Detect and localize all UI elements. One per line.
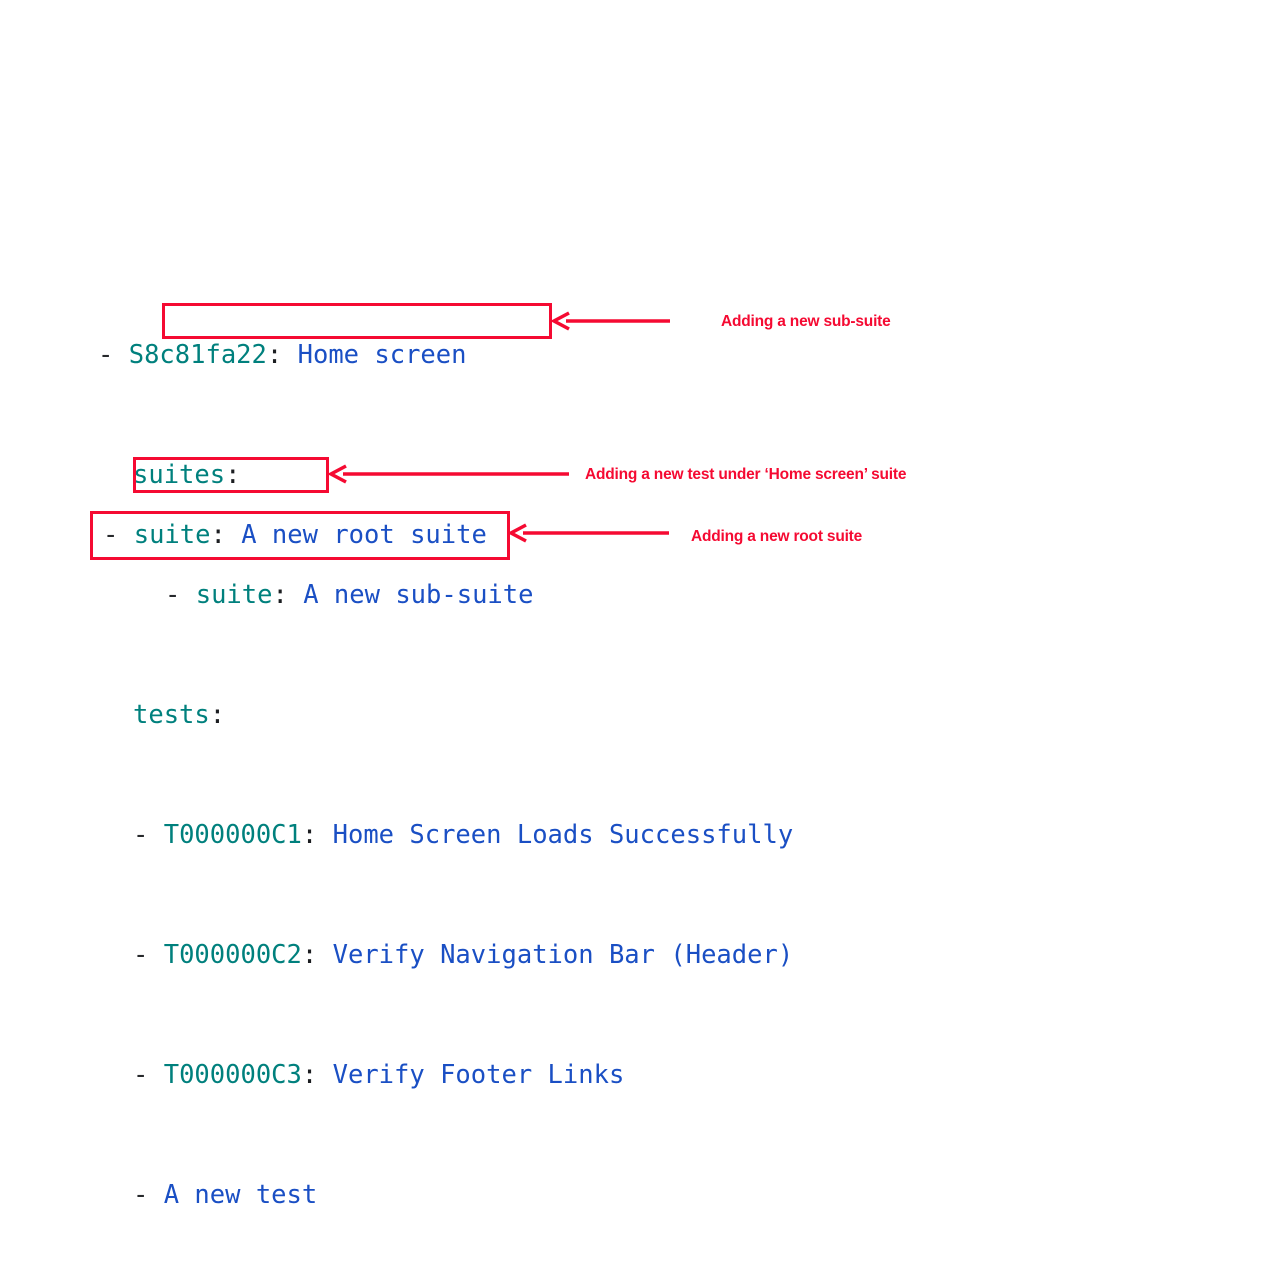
spacer	[317, 940, 332, 970]
new-test-title-label: A new test	[163, 1180, 318, 1210]
test-id-label: T000000C3	[163, 1060, 302, 1090]
suite-title-label: Home screen	[297, 340, 467, 370]
list-bullet-dash: -	[133, 1060, 149, 1090]
test-title-label: Verify Footer Links	[332, 1060, 625, 1090]
suite-id-label: S8c81fa22	[128, 340, 267, 370]
suite-key-label: suite	[133, 520, 211, 550]
test-id-label: T000000C2	[163, 940, 302, 970]
list-bullet-dash: -	[133, 820, 149, 850]
colon-separator: :	[301, 1060, 318, 1090]
tree-line-new-test[interactable]: - A new test	[98, 1180, 793, 1210]
spacer	[148, 820, 163, 850]
tree-line-suites-key[interactable]: suites:	[98, 460, 793, 490]
test-title-label: Home Screen Loads Successfully	[332, 820, 794, 850]
sub-suite-title-label: A new sub-suite	[303, 580, 534, 610]
suite-key-label: suite	[195, 580, 273, 610]
colon-separator: :	[225, 460, 241, 490]
spacer	[288, 580, 303, 610]
test-id-label: T000000C1	[163, 820, 302, 850]
colon-separator: :	[210, 520, 226, 550]
tests-key-label: tests	[133, 700, 210, 730]
spacer	[180, 580, 195, 610]
tree-line-test-c3[interactable]: - T000000C3: Verify Footer Links	[98, 1060, 793, 1090]
spacer	[148, 1060, 163, 1090]
list-bullet-dash: -	[133, 1180, 149, 1210]
colon-separator: :	[266, 340, 283, 370]
annotation-label-sub-suite: Adding a new sub-suite	[721, 313, 891, 330]
colon-separator: :	[272, 580, 288, 610]
root-suite-title-label: A new root suite	[241, 520, 487, 550]
colon-separator: :	[209, 700, 226, 730]
annotation-arrow-sub-suite	[550, 311, 672, 331]
colon-separator: :	[301, 820, 318, 850]
spacer	[226, 520, 241, 550]
spacer	[148, 1180, 163, 1210]
tree-line-test-c1[interactable]: - T000000C1: Home Screen Loads Successfu…	[98, 820, 793, 850]
tree-line-home-screen[interactable]: - S8c81fa22: Home screen	[98, 340, 793, 370]
yaml-tree-root-suite[interactable]: - suite: A new root suite	[103, 520, 487, 550]
list-bullet-dash: -	[103, 520, 119, 550]
tree-line-test-c2[interactable]: - T000000C2: Verify Navigation Bar (Head…	[98, 940, 793, 970]
annotation-arrow-root-suite	[507, 523, 671, 543]
yaml-tree: - S8c81fa22: Home screen suites: - suite…	[98, 250, 793, 1270]
annotation-label-root-suite: Adding a new root suite	[691, 528, 863, 545]
tree-line-new-sub-suite[interactable]: - suite: A new sub-suite	[98, 580, 793, 610]
spacer	[113, 340, 128, 370]
spacer	[282, 340, 297, 370]
suites-key-label: suites	[133, 460, 226, 490]
list-bullet-dash: -	[133, 940, 149, 970]
annotation-arrow-new-test	[327, 464, 571, 484]
spacer	[118, 520, 133, 550]
spacer	[317, 1060, 332, 1090]
list-bullet-dash: -	[165, 580, 181, 610]
colon-separator: :	[301, 940, 318, 970]
list-bullet-dash: -	[98, 340, 114, 370]
annotation-label-new-test: Adding a new test under ‘Home screen’ su…	[585, 466, 907, 483]
test-title-label: Verify Navigation Bar (Header)	[332, 940, 794, 970]
spacer	[317, 820, 332, 850]
tree-line-tests-key[interactable]: tests:	[98, 700, 793, 730]
spacer	[148, 940, 163, 970]
